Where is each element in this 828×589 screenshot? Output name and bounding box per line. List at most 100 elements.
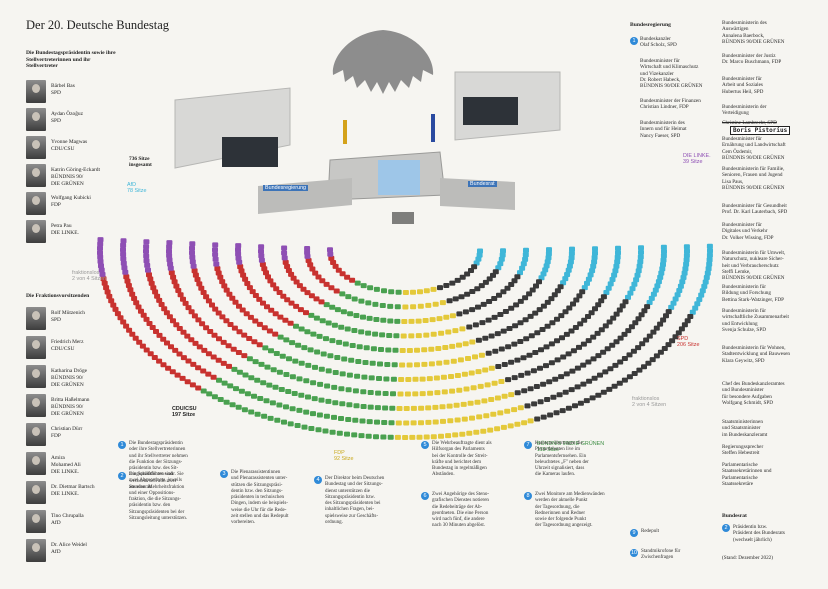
seat-fdp bbox=[438, 433, 444, 439]
seat-gruene bbox=[365, 433, 372, 439]
seat-gruene bbox=[353, 403, 360, 409]
seat-fdp bbox=[399, 348, 406, 353]
seat-afd bbox=[660, 257, 667, 263]
seat-cdu bbox=[502, 309, 509, 314]
seat-linke bbox=[166, 253, 173, 258]
seat-spd bbox=[198, 285, 205, 291]
seat-spd bbox=[127, 287, 134, 293]
seat-afd bbox=[564, 272, 571, 277]
seat-fdp bbox=[434, 390, 441, 396]
seat-linke bbox=[120, 242, 127, 248]
seat-gruene bbox=[319, 318, 326, 324]
seat-afd bbox=[692, 305, 699, 311]
seat-spd bbox=[125, 283, 132, 288]
seat-spd bbox=[231, 325, 238, 331]
seat-cdu bbox=[549, 320, 556, 326]
seat-spd bbox=[330, 260, 337, 265]
member-party: SPD bbox=[51, 89, 61, 96]
seat-gruene bbox=[322, 428, 329, 434]
member-name: Tino Chrupalla bbox=[51, 513, 84, 519]
seat-gruene bbox=[294, 423, 301, 428]
seat-afd bbox=[517, 270, 523, 276]
seat-linke bbox=[143, 244, 150, 250]
seat-gruene bbox=[382, 391, 389, 396]
seat-gruene bbox=[374, 419, 380, 425]
seat-gruene bbox=[244, 391, 251, 397]
seat-afd bbox=[696, 297, 703, 302]
seat-cdu bbox=[558, 313, 565, 319]
seat-cdu bbox=[524, 403, 531, 409]
seat-linke bbox=[212, 242, 219, 248]
seat-fdp bbox=[517, 405, 524, 411]
seat-cdu bbox=[514, 357, 521, 363]
party-name-cdu: CDU/CSU bbox=[172, 406, 197, 412]
party-seats-fdp: 92 Sitze bbox=[334, 456, 354, 463]
seat-spd bbox=[123, 323, 130, 329]
seat-gruene bbox=[356, 344, 363, 350]
seat-gruene bbox=[263, 398, 270, 404]
seat-afd bbox=[682, 266, 689, 272]
seat-spd bbox=[172, 347, 179, 353]
seat-cdu bbox=[598, 298, 605, 304]
seat-gruene bbox=[241, 407, 248, 413]
seat-fdp bbox=[417, 303, 424, 309]
seat-linke bbox=[189, 250, 195, 256]
seat-spd bbox=[131, 296, 138, 301]
seat-cdu bbox=[543, 363, 549, 369]
seat-gruene bbox=[339, 291, 346, 297]
seat-spd bbox=[173, 322, 180, 328]
seat-spd bbox=[203, 294, 210, 300]
seat-spd bbox=[165, 365, 172, 371]
seat-afd bbox=[631, 281, 638, 287]
seat-afd bbox=[614, 259, 621, 265]
seat-spd bbox=[240, 272, 247, 278]
seat-gruene bbox=[316, 412, 323, 418]
note-number: 7 bbox=[524, 441, 532, 449]
seat-gruene bbox=[318, 366, 325, 372]
seat-cdu bbox=[544, 397, 551, 402]
seat-fdp bbox=[412, 391, 419, 397]
seat-spd bbox=[163, 310, 170, 316]
seat-fdp bbox=[460, 401, 467, 407]
seat-gruene bbox=[388, 289, 395, 295]
note-number: 4 bbox=[314, 476, 322, 484]
seat-fdp bbox=[410, 405, 417, 411]
seat-cdu bbox=[496, 292, 502, 298]
seat-gruene bbox=[223, 399, 230, 405]
seat-fdp bbox=[483, 413, 490, 419]
seat-spd bbox=[120, 319, 127, 325]
seat-cdu bbox=[636, 367, 643, 373]
seat-cdu bbox=[475, 304, 481, 310]
seat-gruene bbox=[372, 301, 379, 307]
seat-gruene bbox=[360, 314, 366, 320]
seat-spd bbox=[173, 283, 180, 289]
seat-fdp bbox=[447, 418, 454, 424]
seat-cdu bbox=[589, 395, 596, 401]
seat-cdu bbox=[533, 283, 539, 289]
seat-spd bbox=[153, 329, 159, 334]
seat-spd bbox=[288, 300, 295, 306]
seat-cdu bbox=[527, 386, 534, 392]
seat-cdu bbox=[644, 304, 651, 310]
seat-fdp bbox=[435, 346, 442, 351]
seat-cdu bbox=[559, 408, 566, 414]
seat-gruene bbox=[329, 304, 336, 310]
seat-fdp bbox=[449, 388, 456, 394]
seat-gruene bbox=[251, 393, 257, 399]
note-text: Zwei Angehörige des Steno- grafischen Di… bbox=[432, 492, 490, 529]
seat-afd bbox=[523, 247, 529, 253]
seat-gruene bbox=[310, 380, 317, 386]
seat-spd bbox=[203, 325, 210, 331]
seat-gruene bbox=[298, 326, 305, 332]
seat-gruene bbox=[291, 391, 298, 396]
seat-gruene bbox=[345, 387, 352, 393]
seat-cdu bbox=[537, 399, 544, 405]
member-party: CDU/CSU bbox=[51, 145, 75, 152]
seat-spd bbox=[205, 371, 212, 377]
seat-spd bbox=[151, 355, 158, 360]
portrait-photo bbox=[26, 365, 46, 388]
seat-afd bbox=[633, 277, 640, 283]
portrait-photo bbox=[26, 394, 46, 417]
seat-spd bbox=[205, 298, 212, 304]
